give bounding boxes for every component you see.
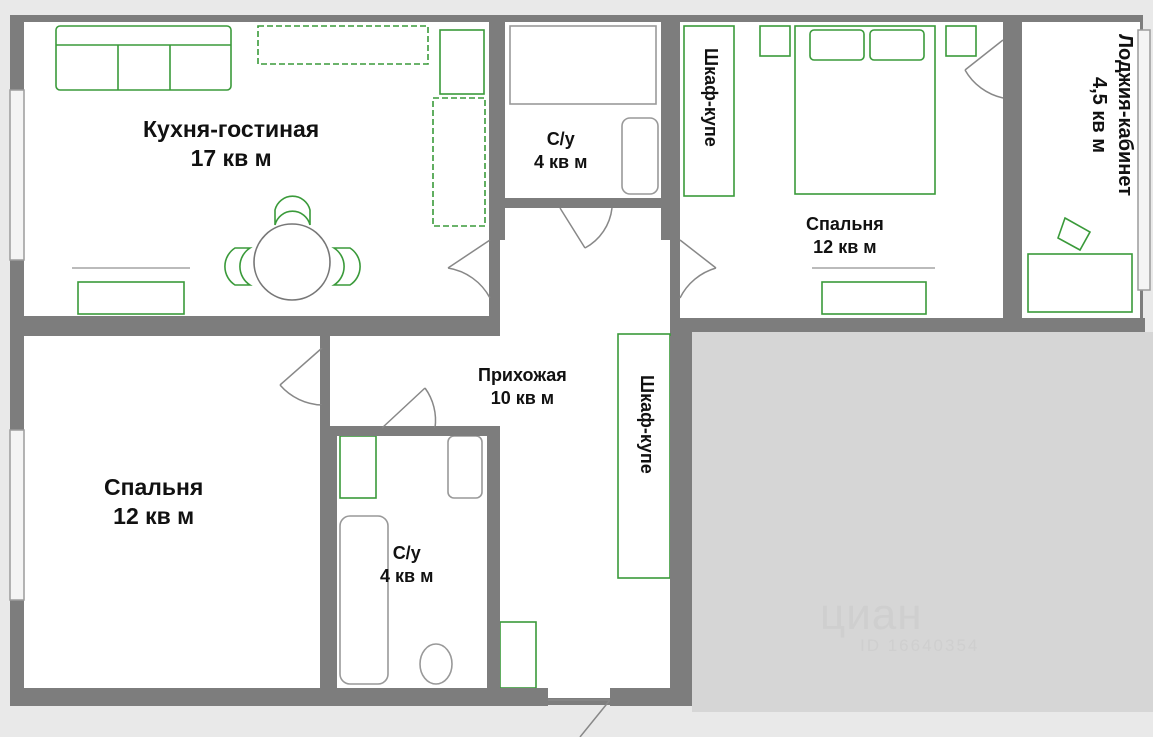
watermark-id: ID 16640354 — [860, 636, 980, 655]
label-bedroom-right: Спальня 12 кв м — [806, 213, 884, 258]
kitchen-counter-top — [257, 25, 429, 65]
wall-bedroom-left-2 — [320, 405, 330, 705]
kitchen-area: 17 кв м — [190, 144, 272, 171]
shower-tray — [509, 25, 657, 105]
bedroom-right-area: 12 кв м — [813, 236, 877, 257]
dining-table — [253, 223, 331, 301]
room-floors — [24, 22, 1140, 698]
wall-bath-bottom-top — [330, 426, 382, 436]
loggia-desk — [1027, 253, 1133, 313]
outside-area — [692, 332, 1153, 712]
bath-top-sink — [621, 117, 659, 195]
furniture — [55, 25, 1133, 689]
hall-name: Прихожая — [478, 365, 567, 385]
windows — [9, 29, 1151, 601]
loggia-floor — [1022, 22, 1140, 318]
door-loggia — [964, 39, 1004, 99]
hall-area: 10 кв м — [490, 387, 555, 408]
label-kitchen: Кухня-гостиная 17 кв м — [143, 115, 319, 173]
wall-bedroom-left — [320, 336, 330, 348]
label-wardrobe-top: Шкаф-купе — [700, 48, 721, 147]
bath-top-name: С/у — [546, 129, 575, 149]
bedroom-right-dresser — [821, 281, 927, 315]
wall-bottom — [10, 688, 548, 706]
wardrobe-top-name: Шкаф-купе — [701, 48, 721, 147]
bath-bottom-floor — [337, 436, 487, 688]
watermark-logo: циан — [820, 590, 923, 639]
loggia-name: Лоджия-кабинет — [1114, 34, 1136, 197]
bedroom-right-floor — [680, 22, 1003, 318]
loggia-area: 4,5 кв м — [1088, 77, 1110, 154]
wardrobe-top — [683, 25, 735, 197]
kitchen-sideboard — [77, 281, 185, 315]
wall-hall-right — [670, 336, 692, 706]
label-wardrobe-hall: Шкаф-купе — [636, 375, 657, 474]
bedroom-left-area: 12 кв м — [113, 502, 195, 529]
wall-bath-bottom-right — [487, 426, 500, 696]
label-bedroom-left: Спальня 12 кв м — [104, 473, 203, 531]
bath-bottom-name: С/у — [392, 543, 421, 563]
bath-top-area: 4 кв м — [534, 151, 588, 172]
watermark: циан ID 16640354 — [820, 590, 979, 656]
bathtub — [339, 515, 389, 685]
wall-kitchen-bottom — [10, 316, 500, 336]
bath-top-floor — [505, 22, 661, 198]
bedroom-left-name: Спальня — [104, 474, 204, 500]
wall-bedroom-right-bottom — [675, 318, 1145, 332]
wall-kitchen-bath — [489, 15, 505, 240]
bed — [794, 25, 936, 195]
kitchen-sink — [439, 29, 485, 95]
window-left-bottom — [9, 429, 25, 601]
kitchen-name: Кухня-гостиная — [143, 116, 320, 142]
wardrobe-hall-name: Шкаф-купе — [637, 375, 657, 474]
window-left-top — [9, 89, 25, 261]
loggia-chair — [1057, 216, 1092, 252]
label-bath-bottom: С/у 4 кв м — [380, 542, 433, 587]
wall-bottom-2 — [610, 688, 692, 706]
hall-floor — [500, 208, 670, 698]
doors — [279, 39, 1004, 737]
chair-right — [331, 247, 361, 286]
bedroom-right-name: Спальня — [806, 214, 884, 234]
nightstand-right — [945, 25, 977, 57]
wall-bath-hall-2 — [612, 198, 661, 208]
label-loggia: Лоджия-кабинет 4,5 кв м — [1086, 34, 1138, 196]
toilet — [419, 643, 453, 685]
interior-walls — [10, 15, 1145, 706]
entrance-door — [548, 699, 611, 737]
window-loggia — [1137, 29, 1151, 291]
wall-bedroom-loggia — [1003, 98, 1022, 328]
wall-bath-wardrobe — [661, 15, 680, 240]
door-bath-top — [559, 207, 613, 249]
door-bath-bottom — [381, 387, 437, 429]
kitchen-floor — [24, 22, 489, 316]
chair-top — [274, 195, 311, 226]
chair-left — [224, 247, 253, 286]
wall-bath-hall — [505, 198, 560, 208]
label-hall: Прихожая 10 кв м — [478, 364, 567, 409]
door-bedroom-left — [279, 347, 323, 406]
label-bath-top: С/у 4 кв м — [534, 128, 587, 173]
wall-bath-bottom-top-2 — [435, 426, 500, 436]
door-bedroom-right — [679, 239, 717, 299]
bedroom-left-floor — [24, 336, 320, 688]
bath-bottom-area: 4 кв м — [380, 565, 434, 586]
sofa — [55, 25, 232, 91]
door-kitchen — [447, 239, 491, 299]
nightstand-left — [759, 25, 791, 57]
